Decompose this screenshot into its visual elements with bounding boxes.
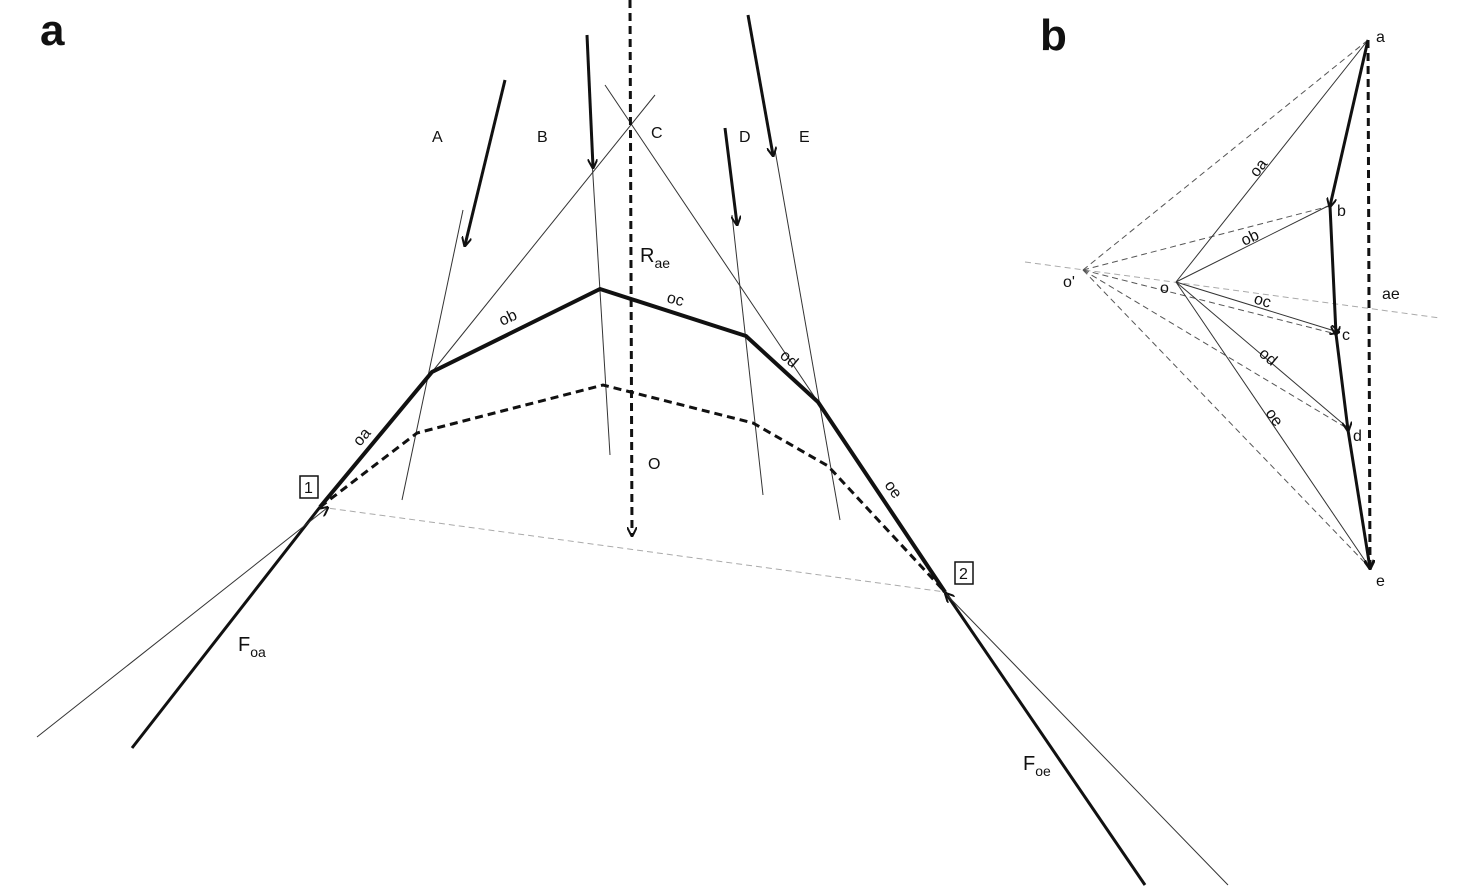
force-label-oa: Foa	[238, 634, 266, 660]
vertex-label-d: d	[1353, 428, 1362, 445]
segment-label-oc: oc	[665, 289, 686, 310]
vertex-label-e: e	[1376, 573, 1385, 590]
resultant-arrow	[630, 0, 632, 535]
support-marker-1: 1	[299, 475, 319, 499]
ray-label-ob: ob	[1239, 227, 1262, 250]
vertex-label-c: c	[1342, 327, 1350, 344]
panel-b-label: b	[1040, 11, 1067, 60]
load-label-d: D	[739, 129, 751, 146]
svg-text:1: 1	[304, 480, 313, 497]
panel-a-label: a	[40, 6, 65, 55]
ray-oc	[1175, 281, 1338, 332]
reaction-arrow-oa	[36, 508, 327, 738]
load-arrow-e	[746, 14, 773, 155]
pole-label-o-prime: o'	[1063, 274, 1075, 291]
panel-b: b a b c d	[1024, 11, 1441, 590]
force-vector-cd	[1334, 333, 1348, 430]
line-of-action-d	[731, 214, 764, 496]
ray-o-prime-d	[1082, 269, 1351, 431]
ray-oe	[1175, 281, 1371, 569]
ray-label-oa: oa	[1247, 156, 1271, 181]
rays-from-o-prime	[1082, 39, 1371, 569]
closing-line-supports	[319, 506, 946, 593]
pole-label: O	[648, 456, 660, 473]
ray-o-prime-a	[1082, 39, 1369, 271]
reaction-arrow-oe	[946, 594, 1229, 886]
extension-line-od	[604, 84, 819, 403]
pole-label-o: o	[1160, 280, 1169, 297]
panel-a: a A B	[36, 0, 1229, 886]
segment-label-ob: ob	[497, 307, 520, 330]
force-label-oe: Foe	[1023, 753, 1051, 779]
pole-guide-line	[1024, 261, 1441, 319]
reaction-line-oe	[943, 591, 1147, 886]
ray-ob	[1175, 205, 1329, 283]
funicular-polygon	[318, 286, 947, 594]
ray-oa	[1175, 39, 1369, 283]
ray-label-od: od	[1255, 345, 1280, 369]
lines-of-action	[401, 84, 841, 521]
line-of-action-e	[774, 149, 841, 521]
ray-o-prime-e	[1082, 269, 1371, 569]
support-marker-2: 2	[954, 561, 974, 585]
load-arrow-b	[585, 34, 593, 167]
ray-label-oc: oc	[1252, 291, 1273, 312]
ray-o-prime-b	[1082, 205, 1331, 271]
rays-from-o	[1175, 39, 1371, 569]
load-arrow-d	[723, 127, 737, 224]
load-arrow-a	[465, 79, 507, 245]
extension-line-ob	[431, 94, 656, 373]
load-label-e: E	[799, 129, 810, 146]
svg-text:2: 2	[959, 566, 968, 583]
alternate-funicular-polygon	[319, 383, 947, 594]
ray-label-oe: oe	[1262, 406, 1286, 430]
line-of-action-b	[591, 159, 611, 456]
ray-o-prime-c	[1082, 269, 1337, 335]
reaction-line-oa	[130, 506, 322, 749]
resultant-label: Rae	[640, 245, 670, 271]
load-label-b: B	[537, 129, 548, 146]
resultant-ae	[1368, 39, 1370, 568]
vertex-label-b: b	[1337, 203, 1346, 220]
force-polygon	[1328, 39, 1370, 568]
line-of-action-a	[401, 209, 464, 501]
force-vector-de	[1346, 429, 1370, 568]
applied-loads	[465, 14, 773, 245]
load-label-c: C	[651, 125, 663, 142]
closing-label-ae: ae	[1382, 286, 1400, 303]
vertex-label-a: a	[1376, 29, 1385, 46]
ray-od	[1175, 281, 1349, 429]
force-vector-ab	[1330, 39, 1370, 206]
force-vector-bc	[1328, 205, 1336, 334]
load-label-a: A	[432, 129, 443, 146]
